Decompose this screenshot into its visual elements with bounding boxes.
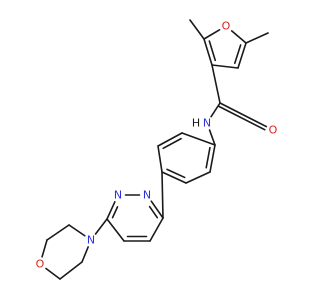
furan-bond <box>203 29 221 40</box>
morpholine-bond <box>68 224 86 237</box>
carbonyl-oxygen-label: O <box>269 124 278 137</box>
furan-bond <box>211 64 239 69</box>
amide-bond <box>208 129 216 146</box>
morpholine-nitrogen-label: N <box>87 234 95 247</box>
benzene-bond <box>209 144 216 173</box>
amide-hydrogen-label: H <box>192 117 200 130</box>
morpholine-oxygen-label: O <box>36 258 45 271</box>
pyridazine-bond <box>106 201 116 220</box>
benzene-bond <box>181 132 216 146</box>
benzene-bond-double <box>166 168 186 179</box>
furan-bond <box>237 42 247 69</box>
carbonyl-bond-double <box>217 105 266 131</box>
amide-bond <box>210 102 221 118</box>
pyridazine-bond <box>150 200 164 219</box>
morpholine-bond <box>46 224 70 241</box>
benzene-bond <box>157 132 183 147</box>
carbonyl-bond <box>219 102 268 128</box>
furan-bond-double <box>208 40 217 62</box>
amide-nitrogen-label: N <box>203 117 211 130</box>
morpholine-bond <box>59 261 83 280</box>
pyridazine-nitrogen-2-label: N <box>114 189 122 202</box>
pyridazine-bond <box>149 217 164 242</box>
bond-layer <box>41 19 269 280</box>
morpholine-bond <box>41 239 48 258</box>
benzene-bond <box>185 171 211 184</box>
atom-label-layer: O O N H N N N O <box>36 20 278 271</box>
benzene-bond-double <box>205 146 211 169</box>
aryl-amine-bond <box>94 218 108 235</box>
pyridazine-nitrogen-1-label: N <box>143 189 151 202</box>
furan-bond <box>230 30 247 44</box>
furan-oxygen-label: O <box>222 20 231 33</box>
biaryl-bond <box>161 171 164 219</box>
morpholine-bond <box>45 267 61 280</box>
morpholine-bond <box>81 246 89 263</box>
furan-bond <box>203 38 213 66</box>
amide-bond <box>211 64 221 104</box>
molecule-structure-diagram: O O N H N N N O <box>36 19 278 280</box>
pyridazine-bond-double <box>111 206 119 219</box>
benzene-bond <box>157 145 163 173</box>
furan-bond-double <box>233 44 242 65</box>
methyl-bond <box>245 32 269 44</box>
benzene-bond <box>161 171 187 184</box>
methyl-bond <box>189 19 205 40</box>
pyridazine-bond <box>106 218 125 242</box>
pyridazine-bond-double <box>148 205 159 219</box>
benzene-bond-double <box>162 137 182 150</box>
